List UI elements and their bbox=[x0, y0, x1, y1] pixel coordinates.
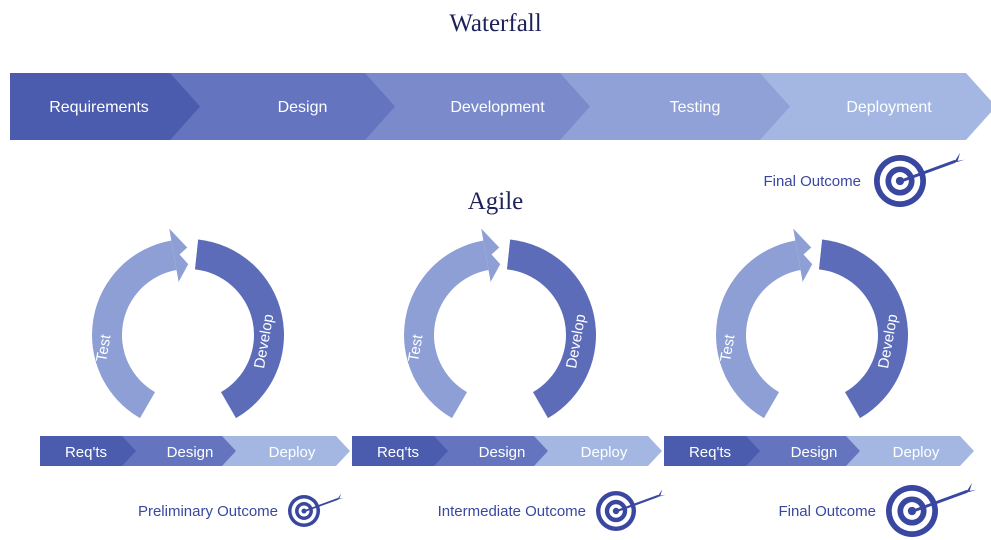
agile-title: Agile bbox=[467, 188, 524, 215]
outcome-label: Intermediate Outcome bbox=[438, 503, 586, 520]
agile-stage-label: Design bbox=[167, 444, 214, 461]
agile-stage-label: Deploy bbox=[581, 444, 628, 461]
agile-stage-label: Deploy bbox=[893, 444, 940, 461]
arc-label-test: Test bbox=[717, 332, 739, 363]
outcome-label: Final Outcome bbox=[763, 173, 861, 190]
waterfall-final-outcome: Final Outcome bbox=[763, 152, 965, 207]
waterfall-stage-label: Testing bbox=[670, 99, 721, 116]
arc-test bbox=[403, 240, 489, 419]
agile-stage-3 bbox=[846, 436, 974, 466]
waterfall-stage-label: Design bbox=[278, 99, 328, 116]
agile-stage-3 bbox=[222, 436, 350, 466]
agile-stage-label: Design bbox=[479, 444, 526, 461]
arc-develop-notch bbox=[803, 237, 823, 272]
outcome-label: Final Outcome bbox=[778, 503, 876, 520]
agile-stage-1 bbox=[664, 436, 776, 466]
target-icon bbox=[288, 493, 344, 527]
waterfall-stage-requirements: Requirements bbox=[10, 73, 218, 140]
agile-stage-2 bbox=[434, 436, 564, 466]
waterfall-stage-label: Deployment bbox=[846, 99, 932, 116]
waterfall-stage-design: Design bbox=[170, 73, 413, 140]
arc-label-test: Test bbox=[93, 332, 115, 363]
agile-stage-2 bbox=[122, 436, 252, 466]
waterfall-title: Waterfall bbox=[449, 10, 542, 37]
waterfall-stage-deployment: Deployment bbox=[760, 73, 991, 140]
agile-stage-1 bbox=[40, 436, 152, 466]
agile-stage-label: Design bbox=[791, 444, 838, 461]
arc-test bbox=[91, 240, 177, 419]
outcome-label: Preliminary Outcome bbox=[138, 503, 278, 520]
agile-stage-label: Req'ts bbox=[65, 444, 107, 461]
waterfall-stage-development: Development bbox=[365, 73, 608, 140]
waterfall-stage-label: Requirements bbox=[49, 99, 149, 116]
agile-stage-2 bbox=[746, 436, 876, 466]
target-icon bbox=[596, 489, 666, 531]
target-icon bbox=[886, 482, 977, 537]
arc-test bbox=[715, 240, 801, 419]
agile-stage-3 bbox=[534, 436, 662, 466]
arc-develop bbox=[818, 239, 909, 419]
waterfall-stage-label: Development bbox=[450, 99, 545, 116]
agile-stage-label: Req'ts bbox=[689, 444, 731, 461]
arc-label-test: Test bbox=[405, 332, 427, 363]
arc-develop bbox=[194, 239, 285, 419]
arc-develop-notch bbox=[491, 237, 511, 272]
agile-stage-label: Deploy bbox=[269, 444, 316, 461]
agile-stage-label: Req'ts bbox=[377, 444, 419, 461]
arc-develop-notch bbox=[179, 237, 199, 272]
waterfall-stage-testing: Testing bbox=[560, 73, 808, 140]
agile-stage-1 bbox=[352, 436, 464, 466]
arc-develop bbox=[506, 239, 597, 419]
